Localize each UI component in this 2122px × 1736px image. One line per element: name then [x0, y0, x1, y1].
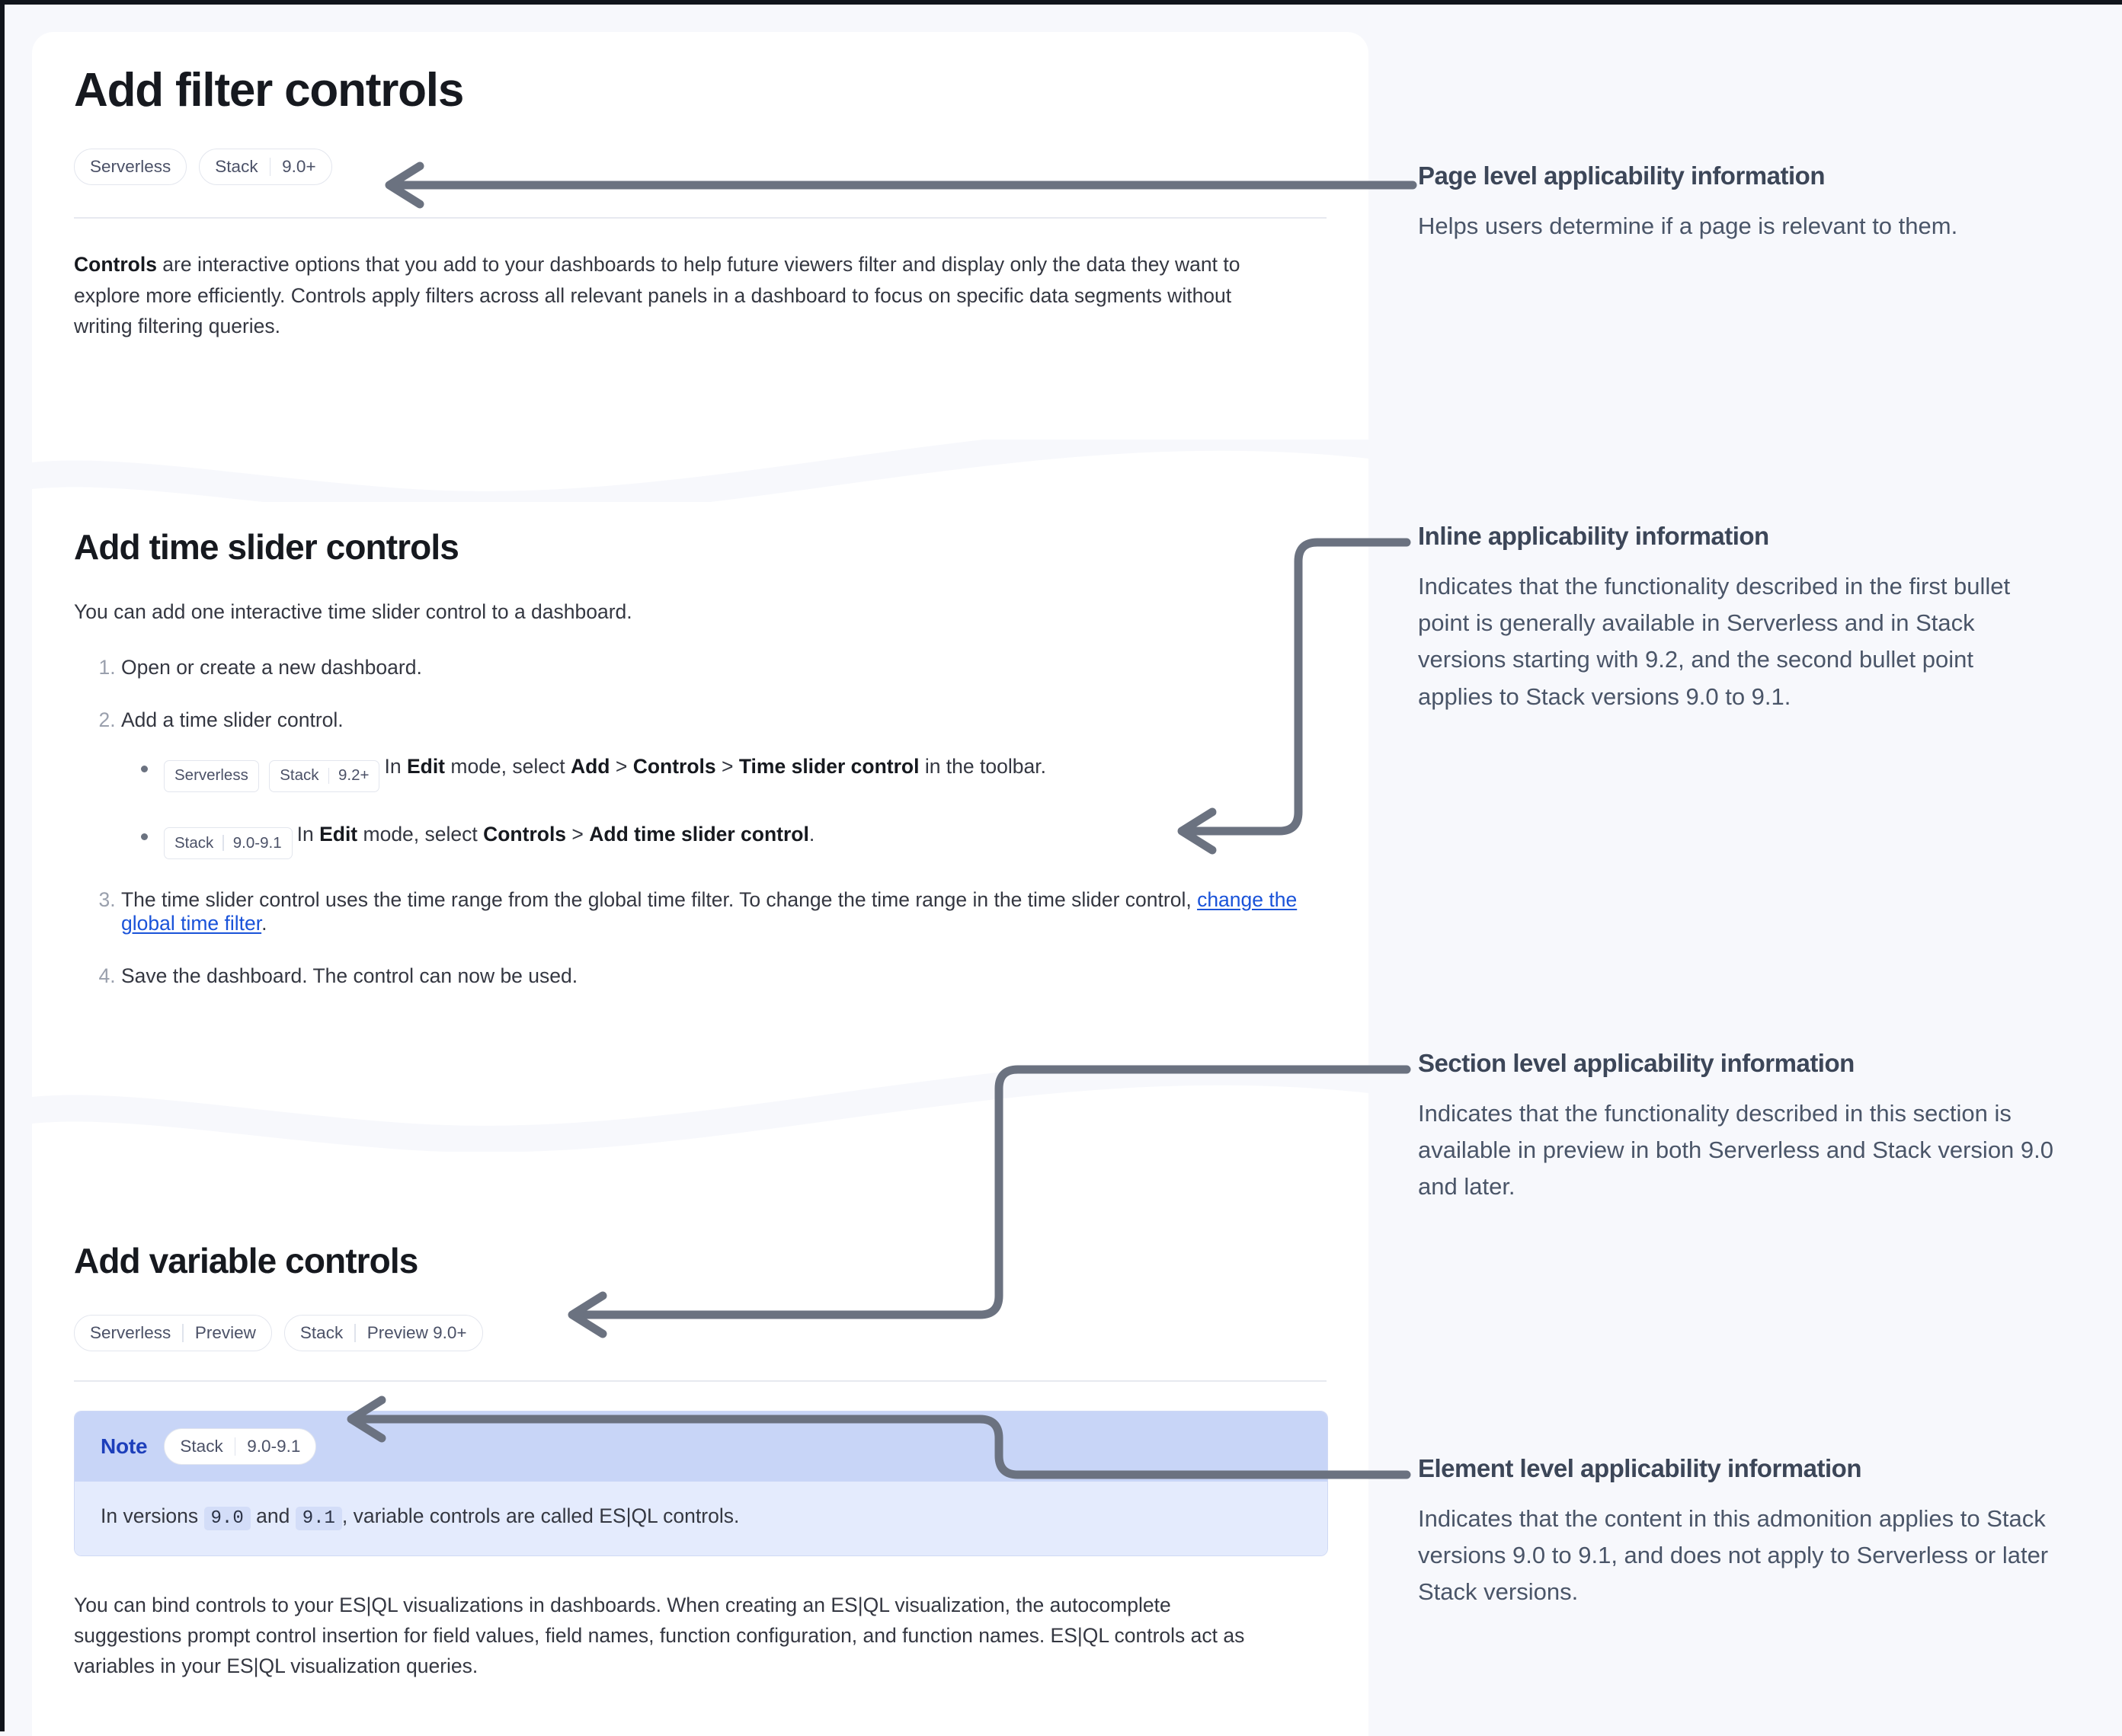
inline-badge-divider — [328, 768, 329, 785]
bullet-2-bold3: Add time slider control — [589, 822, 809, 846]
page-header-content: Add filter controls Serverless Stack 9.0… — [74, 64, 1327, 341]
time-slider-intro: You can add one interactive time slider … — [74, 599, 632, 623]
inline-badge-serverless[interactable]: Serverless — [164, 759, 259, 792]
inline-badge-serverless-name: Serverless — [174, 766, 248, 785]
intro-paragraph: Controls are interactive options that yo… — [74, 249, 1285, 341]
note-header: Note Stack 9.0-9.1 — [75, 1411, 1327, 1482]
badge-stack-preview[interactable]: Stack Preview 9.0+ — [283, 1314, 483, 1351]
note-code-90: 9.0 — [203, 1506, 251, 1530]
page-title: Add filter controls — [74, 64, 464, 117]
step-3-text: The time slider control uses the time ra… — [121, 888, 1297, 935]
bullet-1-sep2: > — [715, 755, 739, 778]
badge-serverless-name: Serverless — [90, 157, 171, 177]
variable-paragraph: You can bind controls to your ES|QL visu… — [74, 1593, 1245, 1678]
note-body-after: , variable controls are called ES|QL con… — [341, 1504, 740, 1527]
note-body-before: In versions — [101, 1504, 204, 1527]
badge-divider-3 — [182, 1323, 184, 1342]
section-title-variable: Add variable controls — [74, 1241, 418, 1280]
note-badge-divider — [234, 1437, 236, 1456]
badge-divider — [269, 158, 271, 177]
badge-stack-name: Stack — [215, 157, 258, 177]
annotation-title-element-level: Element level applicability information — [1418, 1454, 1861, 1482]
bullet-1-prefix: In — [384, 755, 407, 778]
note-badge-name: Stack — [180, 1436, 223, 1456]
inline-badge-stack-9091-name: Stack — [174, 833, 214, 852]
documentation-column: Add filter controls Serverless Stack 9.0… — [32, 32, 1368, 1736]
inline-badge-stack-9091-version: 9.0-9.1 — [232, 833, 282, 852]
bullet-2-mid1: mode, select — [357, 822, 484, 846]
annotation-body-page-level: Helps users determine if a page is relev… — [1418, 212, 1958, 239]
step-3-after-link: . — [261, 911, 267, 935]
bullet-1-bold4: Time slider control — [738, 755, 920, 778]
annotation-inline-level: Inline applicability information Indicat… — [1418, 521, 2054, 715]
page-header-card — [32, 32, 1368, 440]
badge-serverless-preview[interactable]: Serverless Preview — [74, 1314, 272, 1351]
annotation-body-element-level: Indicates that the content in this admon… — [1418, 1504, 2049, 1606]
time-slider-steps: Open or create a new dashboard. Add a ti… — [74, 656, 1327, 988]
intro-rest: are interactive options that you add to … — [74, 253, 1240, 337]
step-3-before-link: The time slider control uses the time ra… — [121, 887, 1198, 911]
inline-badge-stack-9091[interactable]: Stack 9.0-9.1 — [164, 826, 293, 859]
section-title-time-slider: Add time slider controls — [74, 527, 459, 567]
annotation-body-inline-level: Indicates that the functionality describ… — [1418, 572, 2011, 710]
inline-badge-stack-92-version: 9.2+ — [338, 766, 370, 785]
badge-stack-version: 9.0+ — [282, 157, 316, 177]
annotation-title-section-level: Section level applicability information — [1418, 1049, 1855, 1077]
note-badge-version: 9.0-9.1 — [247, 1436, 301, 1456]
inline-badge-stack-92[interactable]: Stack 9.2+ — [269, 759, 380, 792]
bullet-2: Stack 9.0-9.1 In Edit mode, select Contr… — [141, 820, 1327, 859]
badge-stack-preview-version: Preview 9.0+ — [366, 1322, 467, 1342]
note-badge-stack[interactable]: Stack 9.0-9.1 — [164, 1427, 317, 1465]
step-2: Add a time slider control. Serverless St… — [121, 708, 1327, 859]
badge-serverless-preview-name: Serverless — [90, 1322, 171, 1342]
bullet-1-bold2: Add — [570, 755, 610, 778]
bullet-2-bold1: Edit — [319, 822, 358, 846]
step-1: Open or create a new dashboard. — [121, 656, 1327, 679]
step-1-text: Open or create a new dashboard. — [121, 656, 422, 679]
step-4: Save the dashboard. The control can now … — [121, 964, 1327, 988]
annotation-section-level: Section level applicability information … — [1418, 1048, 2054, 1206]
variable-content: Add variable controls Serverless Preview… — [74, 1241, 1328, 1682]
badge-serverless-preview-version: Preview — [194, 1322, 256, 1342]
note-code-91: 9.1 — [295, 1506, 342, 1530]
step-3: The time slider control uses the time ra… — [121, 888, 1327, 935]
section-divider — [74, 1380, 1327, 1382]
bullet-2-sep1: > — [566, 822, 590, 846]
badge-stack-preview-name: Stack — [299, 1322, 344, 1342]
annotation-element-level: Element level applicability information … — [1418, 1453, 2054, 1611]
inline-badge-divider-2 — [222, 835, 224, 852]
bullet-2-prefix: In — [296, 822, 320, 846]
bullet-2-bold2: Controls — [483, 822, 567, 846]
badge-serverless[interactable]: Serverless — [74, 149, 187, 186]
note-admonition: Note Stack 9.0-9.1 In versions 9.0 and 9… — [74, 1410, 1328, 1556]
global-time-filter-link[interactable]: change the global time filter — [121, 887, 1298, 935]
annotation-title-inline-level: Inline applicability information — [1418, 522, 1769, 550]
page-level-badges: Serverless Stack 9.0+ — [74, 149, 1327, 186]
time-slider-bullets: Serverless Stack 9.2+ In Edit mode, sele… — [121, 752, 1327, 859]
step-2-text: Add a time slider control. — [121, 708, 344, 732]
header-divider — [74, 217, 1327, 219]
badge-stack[interactable]: Stack 9.0+ — [199, 149, 332, 186]
annotation-page-level: Page level applicability information Hel… — [1418, 161, 2054, 245]
inline-badge-stack-92-name: Stack — [280, 766, 319, 785]
note-body: In versions 9.0 and 9.1, variable contro… — [75, 1481, 1327, 1555]
note-body-mid: and — [250, 1504, 296, 1527]
bullet-2-suffix: . — [808, 822, 815, 846]
time-slider-content: Add time slider controls You can add one… — [74, 527, 1327, 988]
bullet-1: Serverless Stack 9.2+ In Edit mode, sele… — [141, 752, 1327, 792]
bullet-1-sep1: > — [610, 755, 633, 778]
bullet-1-bold1: Edit — [406, 755, 446, 778]
intro-lead: Controls — [74, 253, 157, 277]
note-label: Note — [101, 1434, 148, 1458]
annotation-body-section-level: Indicates that the functionality describ… — [1418, 1099, 2054, 1200]
bullet-1-bold3: Controls — [632, 755, 716, 778]
section-level-badges: Serverless Preview Stack Preview 9.0+ — [74, 1314, 1327, 1351]
badge-divider-4 — [354, 1323, 356, 1342]
step-4-text: Save the dashboard. The control can now … — [121, 964, 578, 987]
bullet-1-mid1: mode, select — [445, 755, 571, 778]
bullet-1-suffix: in the toolbar. — [919, 755, 1046, 778]
annotation-title-page-level: Page level applicability information — [1418, 161, 1825, 190]
wave-separator-2 — [32, 1051, 1368, 1165]
